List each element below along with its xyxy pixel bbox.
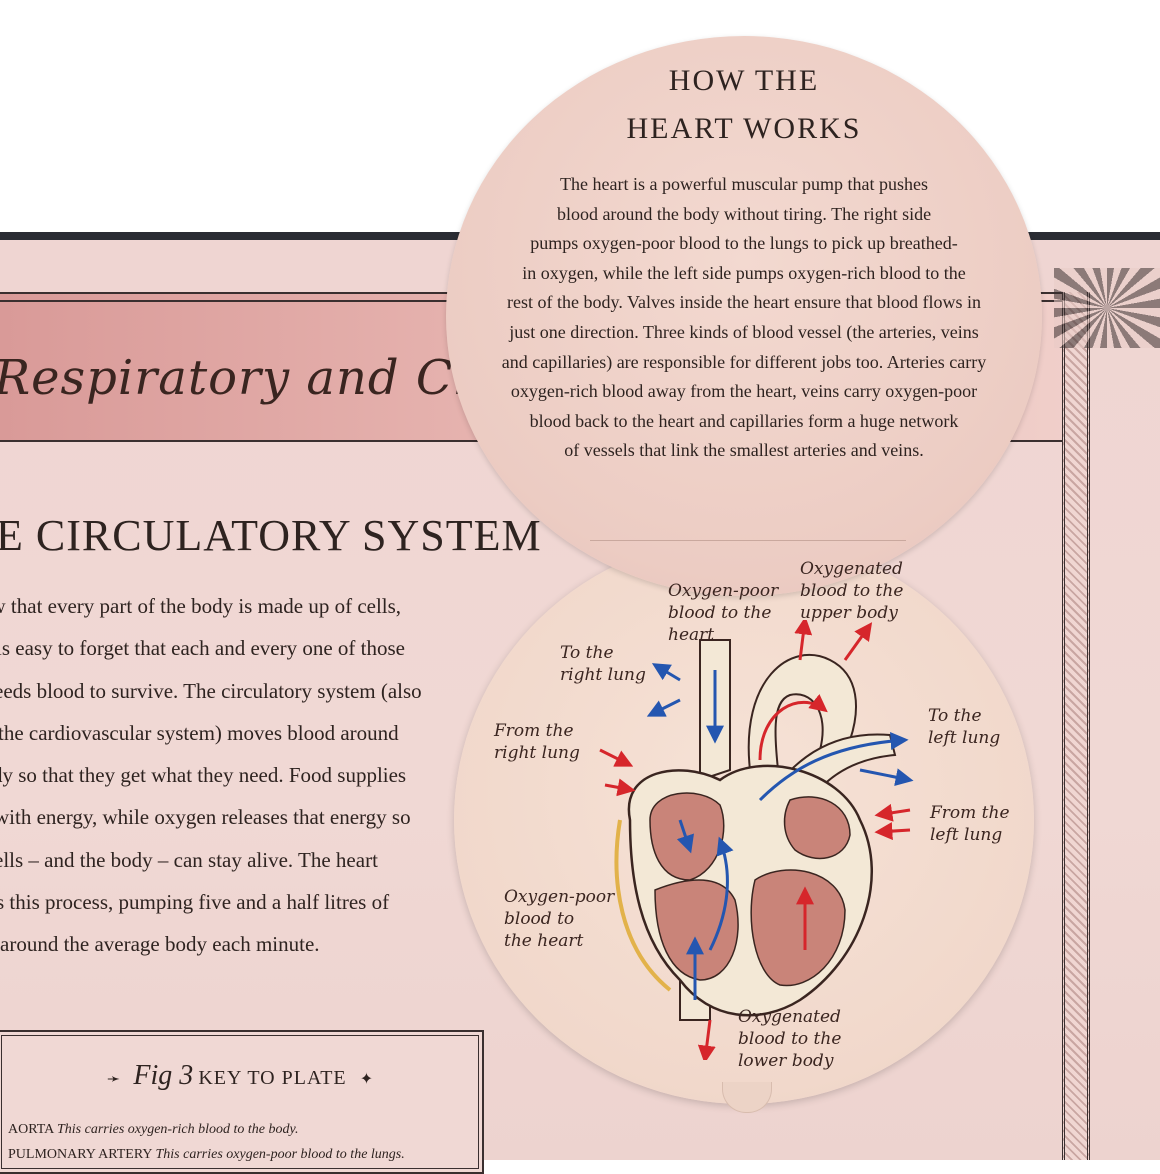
body-line: ow that every part of the body is made u… [0,594,402,618]
flap-text-line: blood back to the heart and capillaries … [529,410,959,431]
body-line: around the average body each minute. [0,932,320,957]
left-ventricle-chamber [750,869,846,987]
flap-title-line: HEART WORKS [626,112,862,145]
blue-flow-arrow [676,819,694,854]
flap-crease [590,540,906,541]
key-term: PULMONARY ARTERY [8,1147,152,1162]
pericardium-line [614,819,672,992]
ornament-star-icon: ✦ [359,1069,374,1088]
ornament-arrow-icon: ➛ [106,1069,121,1088]
body-line: the cardiovascular system) moves blood a… [0,720,399,745]
red-flow-arrow [874,803,911,822]
body-line: with energy, while oxygen releases that … [0,805,411,830]
flap-text-line: The heart is a powerful muscular pump th… [560,174,928,194]
key-item: PULMONARY ARTERY This carries oxygen-poo… [8,1147,405,1163]
flap-text-line: in oxygen, while the left side pumps oxy… [522,262,966,283]
key-desc: This carries oxygen-rich blood to the bo… [57,1122,299,1137]
key-fig-label: Fig 3 [133,1060,194,1091]
flap-title-line: HOW THE [668,64,820,97]
blue-flow-arrow [859,768,914,787]
heart-illustration [599,620,914,1060]
decorative-border [1062,292,1090,1160]
right-ventricle-chamber [654,879,739,981]
flap-text-line: of vessels that link the smallest arteri… [564,440,924,461]
info-flap[interactable] [446,36,1042,596]
blue-flow-arrow [646,698,681,717]
red-flow-arrow [874,822,911,841]
blue-flow-arrow [758,731,909,802]
flap-text: The heart is a powerful muscular pump th… [446,170,1042,466]
flap-text-line: blood around the body without tiring. Th… [556,203,932,224]
key-title-text: KEY TO PLATE [198,1067,347,1089]
body-line: eeds blood to survive. The circulatory s… [0,678,422,703]
key-term: AORTA [8,1122,54,1137]
flap-text-line: and capillaries) are responsible for dif… [501,351,987,372]
red-flow-arrow [599,748,634,767]
aorta-vessel [747,654,857,793]
key-to-plate-box: ➛ Fig 3 KEY TO PLATE ✦ AORTA This carrie… [0,1030,484,1174]
body-line: ells – and the body – can stay alive. Th… [0,847,378,872]
blue-flow-arrow [651,663,681,682]
red-flow-arrow [758,693,828,761]
red-flow-arrow [843,622,873,661]
red-flow-arrow [794,620,813,661]
body-text: ow that every part of the body is made u… [0,585,470,966]
section-title: E CIRCULATORY SYSTEM [0,511,542,560]
decorative-corner-ornament [1054,268,1160,348]
blue-flow-arrow [708,836,734,951]
body-line: dy so that they get what they need. Food… [0,763,407,788]
left-atrium-chamber [783,796,851,860]
red-flow-arrow [697,1019,716,1060]
key-desc: This carries oxygen-poor blood to the lu… [155,1147,405,1162]
red-flow-arrow [604,778,636,797]
flap-text-line: pumps oxygen-poor blood to the lungs to … [530,233,958,254]
body-line: is easy to forget that each and every on… [0,636,405,661]
flap-text-line: oxygen-rich blood away from the heart, v… [510,381,978,402]
key-item: AORTA This carries oxygen-rich blood to … [8,1122,298,1138]
flap-text-line: rest of the body. Valves inside the hear… [507,292,981,313]
flap-text-line: just one direction. Three kinds of blood… [509,321,979,342]
key-title: ➛ Fig 3 KEY TO PLATE ✦ [0,1060,482,1092]
body-line: s this process, pumping five and a half … [0,890,390,915]
